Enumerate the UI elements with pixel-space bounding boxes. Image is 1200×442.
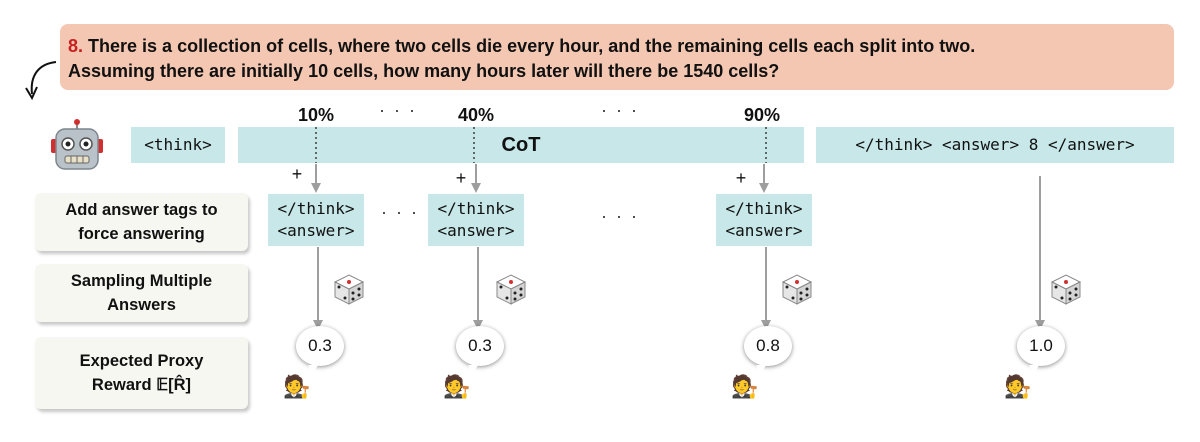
question-line-1: 8. There is a collection of cells, where… — [68, 34, 1174, 59]
cot-bar — [238, 127, 804, 163]
judge-icon: 🧑‍⚖️ — [1004, 374, 1032, 399]
dice-icon — [495, 274, 527, 305]
row-label-line: Expected Proxy — [79, 352, 204, 370]
question-text-1: There is a collection of cells, where tw… — [88, 36, 976, 56]
dice-icon — [1050, 274, 1082, 305]
robot-icon — [51, 119, 103, 170]
reward-bubble: 1.0 — [1017, 326, 1065, 374]
tag-line-answer: <answer> — [725, 221, 803, 240]
answer-tag-box: </think> <answer> — [268, 194, 364, 246]
plus-sign: + — [735, 168, 747, 188]
row-label-line: Reward 𝔼[R̂] — [91, 376, 192, 394]
row-label-force-answering: Add answer tags to force answering — [35, 193, 248, 251]
think-open-tag: <think> — [131, 127, 225, 163]
question-line-2: Assuming there are initially 10 cells, h… — [68, 61, 780, 81]
tag-line-answer: <answer> — [437, 221, 515, 240]
checkpoint-percent: 40% — [457, 105, 495, 125]
reward-bubble: 0.3 — [456, 326, 504, 374]
checkpoint-percent: 90% — [743, 105, 781, 125]
row-label-line: Add answer tags to — [65, 201, 218, 219]
plus-sign: + — [455, 168, 467, 188]
row-label-line: Sampling Multiple — [70, 272, 213, 290]
reward-bubble: 0.8 — [744, 326, 792, 374]
ellipsis: · · · — [379, 100, 417, 120]
judge-icon: 🧑‍⚖️ — [731, 374, 759, 399]
tag-line-answer: <answer> — [277, 221, 355, 240]
row-label-line: force answering — [78, 225, 205, 243]
row-label-reward: Expected Proxy Reward 𝔼[R̂] — [35, 337, 248, 409]
judge-icon: 🧑‍⚖️ — [283, 374, 311, 399]
dice-icon — [781, 274, 813, 305]
dice-icon — [333, 274, 365, 305]
curved-arrow-icon — [25, 61, 57, 101]
answer-tag-box: </think> <answer> — [716, 194, 812, 246]
question-number: 8. — [68, 36, 84, 56]
reward-bubble: 0.3 — [296, 326, 344, 374]
final-answer-tags: </think> <answer> 8 </answer> — [816, 127, 1174, 163]
checkpoint-percent: 10% — [297, 105, 335, 125]
plus-sign: + — [291, 164, 303, 184]
ellipsis: · · · — [601, 100, 639, 120]
ellipsis: · · · — [381, 202, 419, 222]
tag-line-think: </think> — [725, 199, 803, 218]
answer-tag-box: </think> <answer> — [428, 194, 524, 246]
judge-icon: 🧑‍⚖️ — [443, 374, 471, 399]
cot-label: CoT — [501, 134, 541, 156]
row-label-line: Answers — [107, 296, 176, 314]
ellipsis: · · · — [601, 206, 639, 226]
tag-line-think: </think> — [437, 199, 515, 218]
tag-line-think: </think> — [277, 199, 355, 218]
question-box: 8. There is a collection of cells, where… — [60, 24, 1174, 90]
row-label-sampling: Sampling Multiple Answers — [35, 264, 248, 322]
